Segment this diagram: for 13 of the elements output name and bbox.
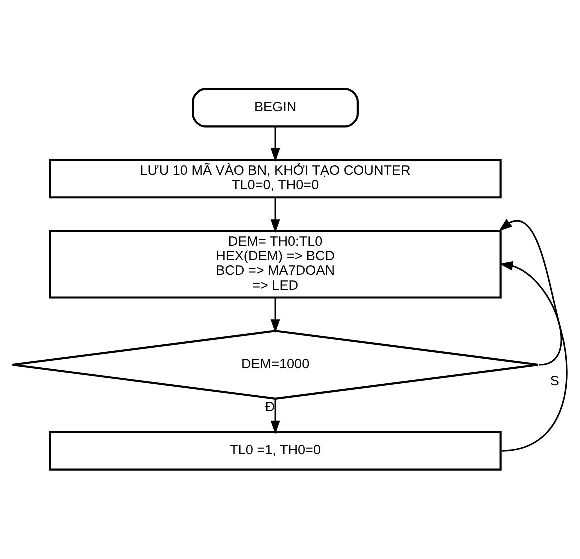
edge-label: S [550, 374, 560, 389]
node-box: LƯU 10 MÃ VÀO BN, KHỞI TẠO COUNTER TL0=0, TH0=0 [49, 159, 502, 199]
arrow [498, 219, 568, 452]
arrow [270, 198, 280, 234]
node-diamond: DEM=1000 [12, 330, 540, 400]
arrow [500, 261, 562, 366]
arrow [270, 399, 280, 434]
node-box: DEM= TH0:TL0 HEX(DEM) => BCD BCD => MA7DOAN => LED [49, 230, 502, 299]
node-box: BEGIN [192, 88, 359, 128]
arrow [270, 298, 280, 334]
node-box: TL0 =1, TH0=0 [49, 431, 502, 471]
edge-label: Đ [265, 400, 276, 415]
arrow [270, 127, 280, 162]
